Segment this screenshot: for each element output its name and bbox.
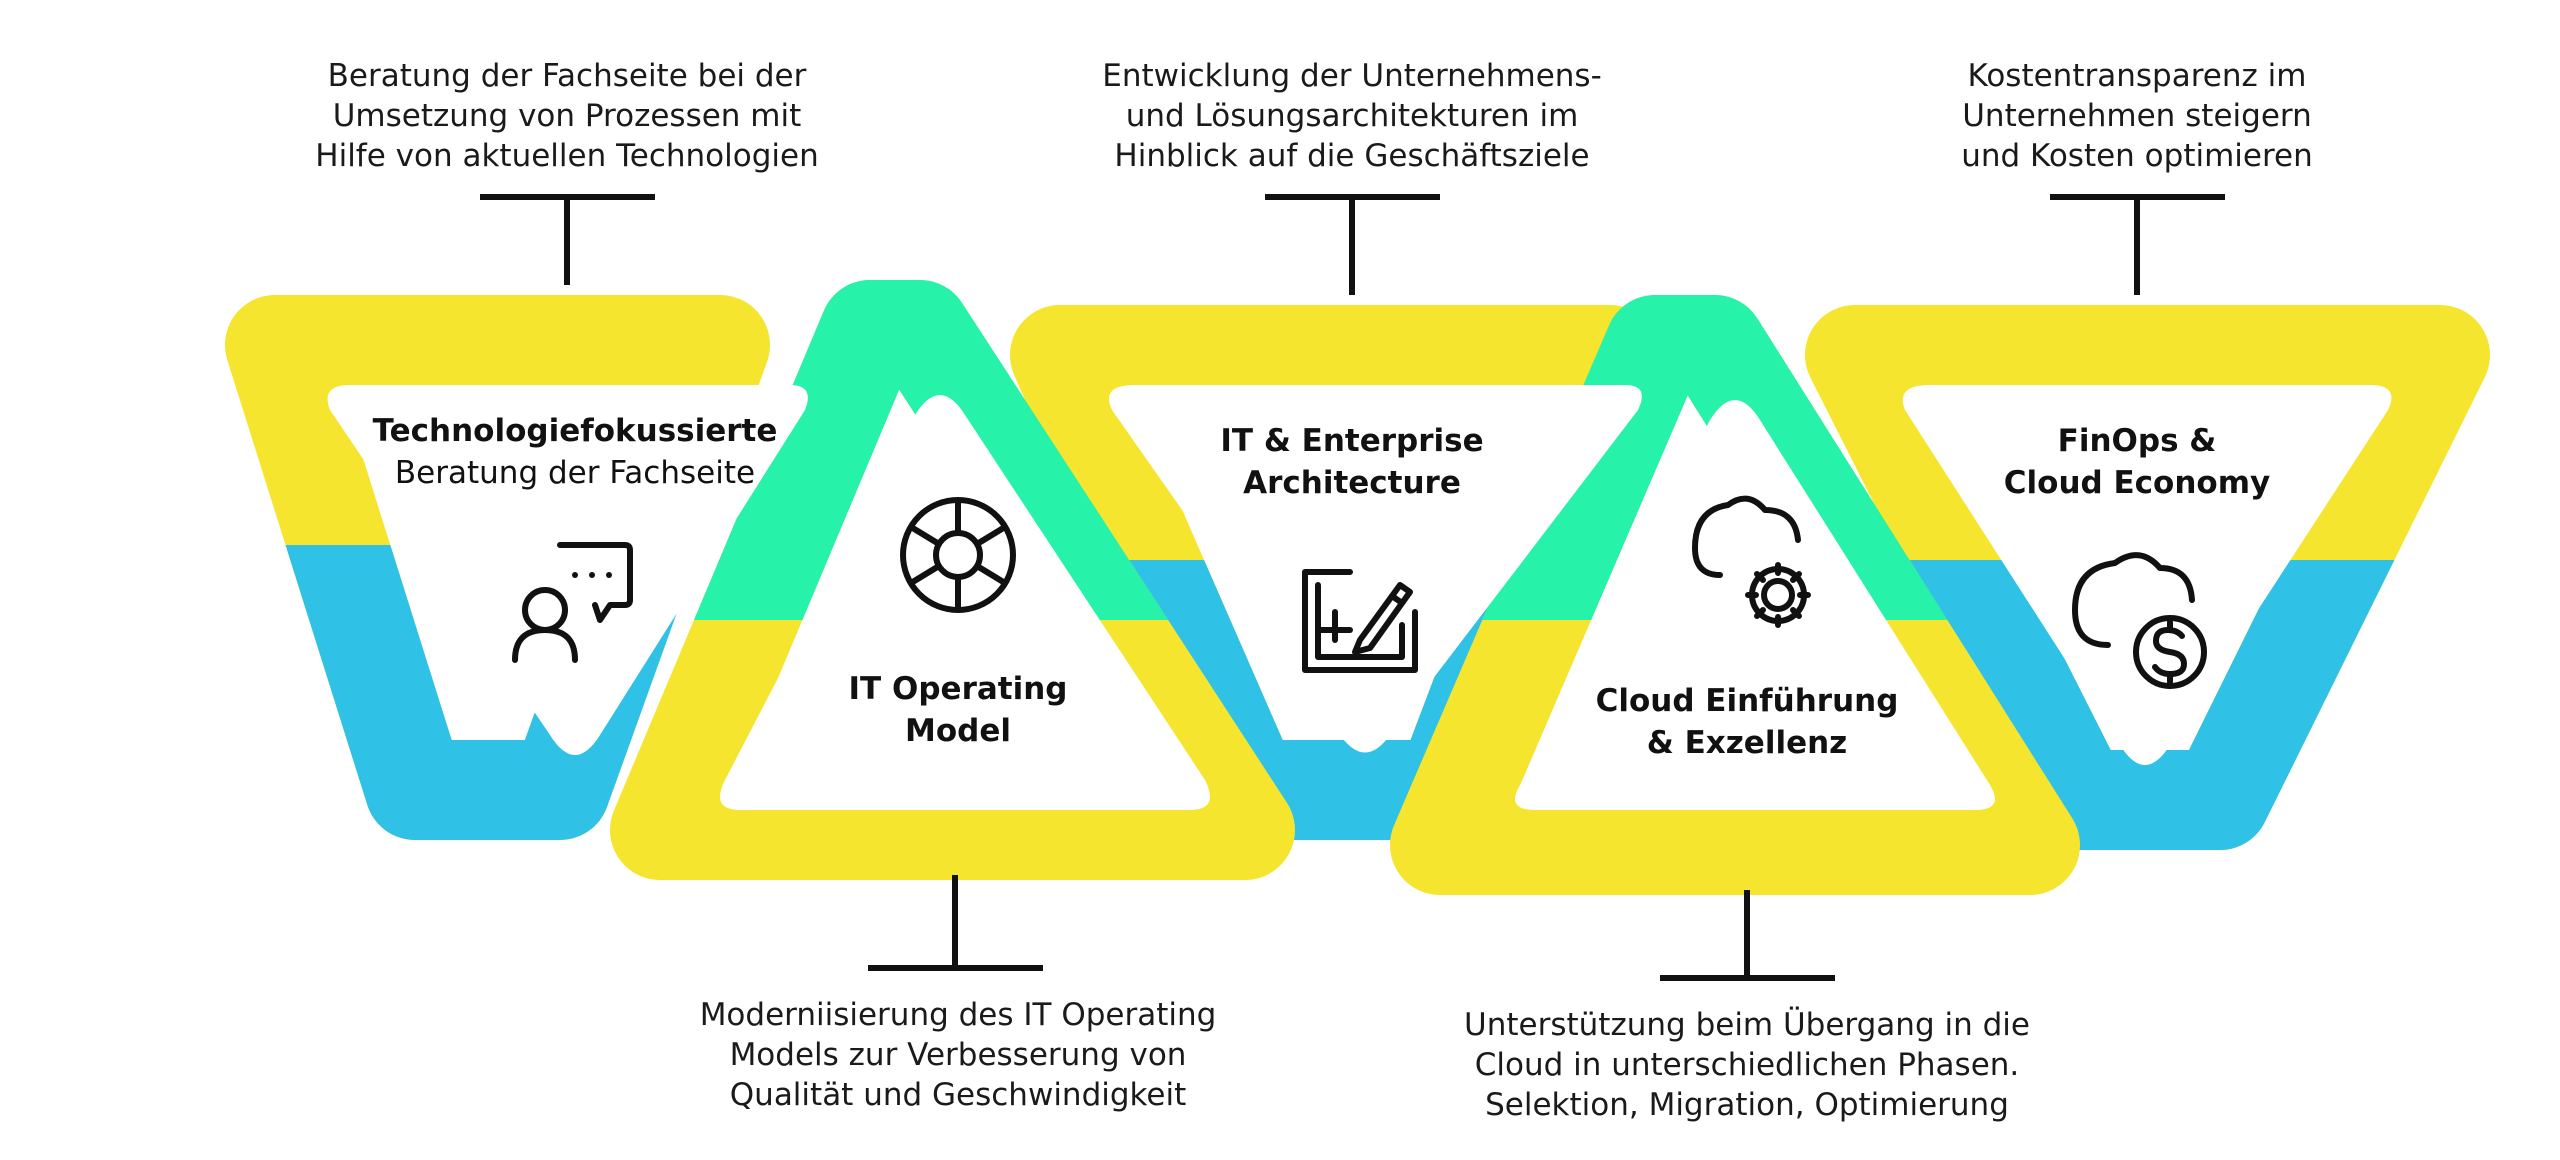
step-2-title-line-1: IT Operating xyxy=(848,671,1068,707)
step-5-title-line-2: Cloud Economy xyxy=(2003,465,2271,501)
step-3-title: IT & Enterprise Architecture xyxy=(1220,420,1483,504)
step-1-title-line-2: Beratung der Fachseite xyxy=(394,455,756,491)
consultant-chat-icon xyxy=(512,542,633,663)
step-5-title: FinOps & Cloud Economy xyxy=(2004,420,2270,504)
cloud-gear-icon xyxy=(1692,495,1811,628)
step-4-title: Cloud Einführung & Exzellenz xyxy=(1596,680,1899,764)
step-4-description-line-1: Unterstützung beim Übergang in die xyxy=(1464,1007,2030,1043)
step-2-title-line-2: Model xyxy=(904,713,1011,749)
step-1-description-line-2: Umsetzung von Prozessen mit xyxy=(332,98,802,134)
panel-step-3 xyxy=(1108,385,1642,753)
band-step-5-bottom xyxy=(1902,560,2395,850)
band-step-2-top xyxy=(693,280,1169,620)
step-5-title-line-1: FinOps & xyxy=(2057,423,2217,459)
step-2-description-line-1: Moderniisierung des IT Operating xyxy=(699,997,1217,1033)
band-step-4-top xyxy=(1482,295,1948,620)
panel-step-1 xyxy=(327,385,808,755)
cloud-dollar-icon xyxy=(2072,552,2207,689)
step-1-description-line-3: Hilfe von aktuellen Technologien xyxy=(315,138,819,174)
step-3-description-line-1: Entwicklung der Unternehmens- xyxy=(1102,58,1602,94)
step-1-description: Beratung der Fachseite bei der Umsetzung… xyxy=(315,56,818,176)
step-3-description: Entwicklung der Unternehmens- und Lösung… xyxy=(1102,56,1602,176)
step-5-description: Kostentransparenz im Unternehmen steiger… xyxy=(1961,56,2313,176)
step-5-description-line-2: Unternehmen steigern xyxy=(1962,98,2312,134)
connectors xyxy=(480,194,2225,981)
step-4-description: Unterstützung beim Übergang in die Cloud… xyxy=(1464,1005,2030,1125)
step-3-description-line-2: und Lösungsarchitekturen im xyxy=(1125,98,1579,134)
panel-step-2 xyxy=(720,395,1210,810)
step-1-description-line-1: Beratung der Fachseite bei der xyxy=(327,58,807,94)
aperture-icon xyxy=(900,497,1016,613)
step-2-title: IT Operating Model xyxy=(849,668,1068,752)
blueprint-edit-icon xyxy=(1302,569,1418,673)
step-4-title-line-1: Cloud Einführung xyxy=(1595,683,1899,719)
step-5-description-line-3: und Kosten optimieren xyxy=(1961,138,2313,174)
step-2-description-line-3: Qualität und Geschwindigkeit xyxy=(729,1077,1187,1113)
step-2-description: Moderniisierung des IT Operating Models … xyxy=(700,995,1217,1115)
step-3-description-line-3: Hinblick auf die Geschäftsziele xyxy=(1114,138,1590,174)
step-1-title-line-1: Technologiefokussierte xyxy=(372,413,778,449)
step-4-description-line-3: Selektion, Migration, Optimierung xyxy=(1485,1087,2009,1123)
panel-step-5 xyxy=(1902,385,2392,765)
step-1-title: Technologiefokussierte Beratung der Fach… xyxy=(373,410,778,494)
step-4-title-line-2: & Exzellenz xyxy=(1646,725,1848,761)
step-3-title-line-2: Architecture xyxy=(1243,465,1461,501)
step-5-description-line-1: Kostentransparenz im xyxy=(1967,58,2307,94)
step-3-title-line-1: IT & Enterprise xyxy=(1220,423,1484,459)
step-2-description-line-2: Models zur Verbesserung von xyxy=(729,1037,1187,1073)
band-step-1-bottom xyxy=(285,545,702,840)
step-4-description-line-2: Cloud in unterschiedlichen Phasen. xyxy=(1474,1047,2020,1083)
